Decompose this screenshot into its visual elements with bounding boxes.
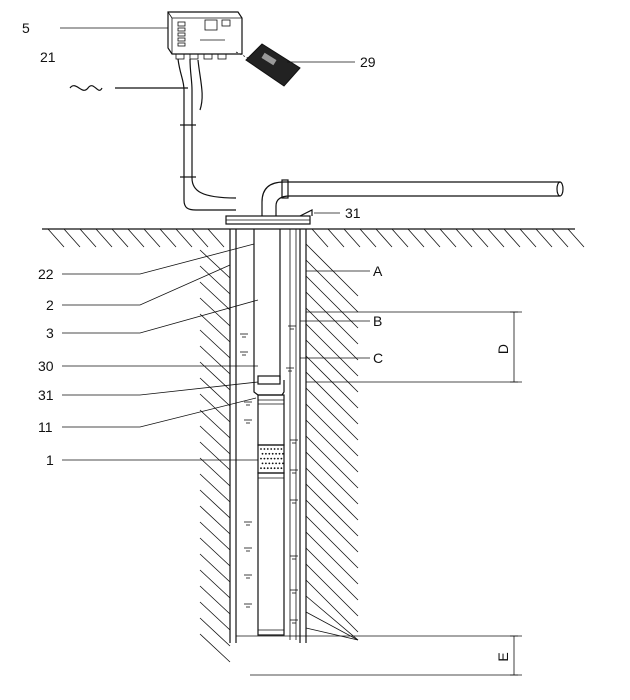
pump-intake-screen — [260, 448, 284, 470]
leader-lines — [60, 27, 370, 461]
label-2: 2 — [46, 297, 54, 313]
label-11: 11 — [38, 419, 53, 435]
remote-control-icon — [235, 43, 301, 87]
well-head-plate — [225, 209, 313, 225]
riser-pipe — [253, 229, 297, 640]
dim-d-label: D — [495, 344, 511, 354]
dimension-d: D — [495, 311, 518, 383]
right-wall-hatching — [305, 243, 359, 641]
ground-surface — [42, 228, 585, 248]
label-1: 1 — [46, 452, 54, 468]
label-3: 3 — [46, 325, 54, 341]
borehole — [199, 229, 359, 663]
power-cable — [69, 85, 188, 91]
dim-e-label: E — [495, 652, 511, 661]
label-21: 21 — [40, 49, 56, 65]
ground-hatching — [47, 228, 585, 248]
label-a: A — [373, 263, 383, 279]
dimension-e: E — [495, 635, 518, 676]
water-marks — [240, 325, 298, 624]
label-22: 22 — [38, 266, 54, 282]
pipe-icon — [261, 179, 564, 216]
label-b: B — [373, 313, 382, 329]
water-levels — [306, 311, 522, 383]
label-31-upper: 31 — [345, 205, 361, 221]
well-bottom — [236, 635, 522, 676]
controller-box-icon — [167, 11, 243, 60]
label-29: 29 — [360, 54, 376, 70]
cable-icon — [177, 58, 237, 211]
label-5: 5 — [22, 20, 30, 36]
pump-icon — [257, 394, 285, 636]
label-30: 30 — [38, 358, 54, 374]
label-31-lower: 31 — [38, 387, 54, 403]
left-wall-hatching — [199, 249, 231, 663]
label-c: C — [373, 350, 383, 366]
